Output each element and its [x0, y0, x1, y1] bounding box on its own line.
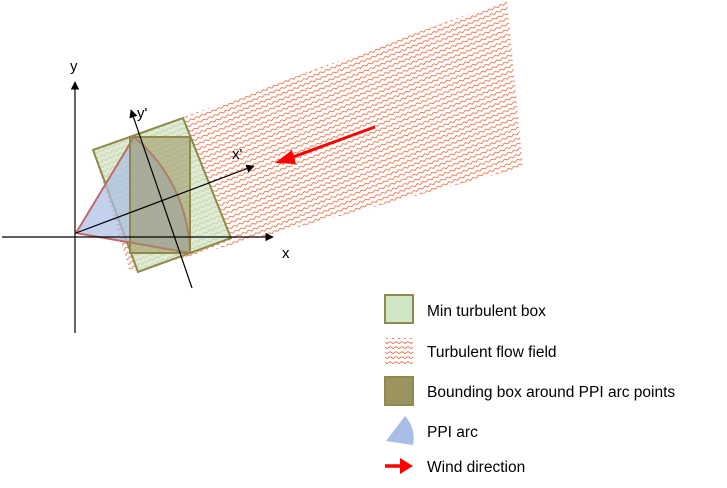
legend-item-bounding-box: Bounding box around PPI arc points [427, 384, 675, 401]
wind-direction-arrowhead [275, 150, 296, 164]
wind-direction-legend-arrowhead [400, 458, 413, 474]
legend-item-min-turbulent-box: Min turbulent box [427, 303, 546, 320]
wind-direction-arrow [289, 125, 376, 160]
legend: Min turbulent box Turbulent flow field B… [384, 294, 675, 476]
ppi-arc-swatch [386, 416, 414, 445]
legend-item-turbulent-flow-field: Turbulent flow field [427, 344, 557, 361]
turbulent-flow-field-swatch [385, 338, 413, 364]
x-prime-axis [75, 164, 255, 234]
min-turbulent-box-swatch [384, 294, 414, 324]
legend-item-ppi-arc: PPI arc [427, 424, 478, 441]
legend-item-wind-direction: Wind direction [427, 459, 525, 476]
y-axis-label: y [70, 58, 78, 75]
bounding-box-swatch [384, 376, 414, 406]
x-prime-axis-label: x' [232, 146, 243, 163]
y-prime-axis-label: y' [137, 105, 148, 122]
x-axis-label: x [282, 245, 290, 262]
y-prime-axis [129, 109, 193, 289]
